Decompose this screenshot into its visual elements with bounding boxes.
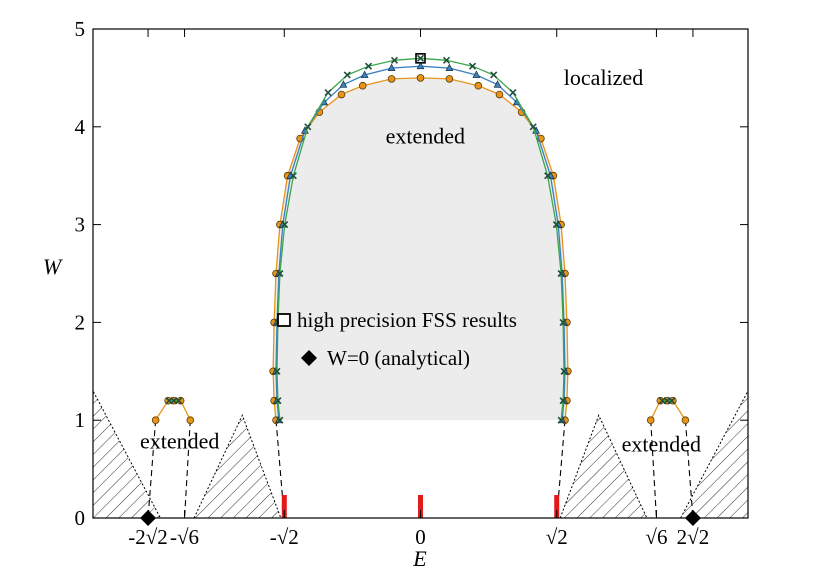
series-3-point bbox=[186, 416, 195, 425]
series-2-point bbox=[273, 367, 281, 375]
axis-ticks: 0 1 2 3 4 5 -2√2-√6 -√2 0 √2 √6 2√2 bbox=[75, 17, 748, 549]
dashed-connector-5 bbox=[684, 420, 694, 518]
series-1-point bbox=[387, 63, 396, 72]
x-tick-label-5: √6 bbox=[645, 525, 667, 549]
series-2-point bbox=[276, 269, 284, 278]
x-axis-label: E bbox=[412, 546, 427, 571]
series-2-point bbox=[343, 71, 351, 79]
series-1-point bbox=[493, 80, 502, 88]
series-2-point bbox=[529, 123, 537, 131]
hatched-region-edge-1 bbox=[193, 414, 282, 518]
legend-label-analytical: W=0 (analytical) bbox=[327, 346, 470, 370]
shaded-extended-region bbox=[273, 77, 568, 421]
series-6-point bbox=[668, 397, 676, 405]
y-tick-label-0: 0 bbox=[75, 506, 86, 530]
series-0-point bbox=[445, 75, 454, 83]
series-2-point bbox=[276, 416, 284, 424]
region-labels: localized extended extended extended bbox=[140, 65, 701, 457]
hatched-region-2 bbox=[560, 415, 647, 518]
series-2-point bbox=[552, 221, 560, 229]
legend-open-square-icon bbox=[277, 313, 291, 327]
shading-layer bbox=[273, 77, 568, 421]
region-label-extended-right: extended bbox=[622, 432, 701, 457]
series-2-point bbox=[557, 269, 565, 278]
series-3-point bbox=[151, 416, 160, 425]
y-tick-label-2: 2 bbox=[75, 310, 86, 334]
series-1-point bbox=[472, 70, 481, 78]
series-0-point bbox=[474, 81, 483, 90]
series-1-point bbox=[339, 80, 348, 88]
series-2-point bbox=[559, 318, 567, 326]
series-0-point bbox=[337, 90, 346, 99]
series-2-point bbox=[390, 56, 399, 64]
data-series bbox=[151, 54, 690, 425]
series-2-point bbox=[304, 123, 312, 131]
dashed-connector-4 bbox=[650, 420, 657, 518]
series-0-point bbox=[416, 74, 425, 82]
y-axis-label: W bbox=[43, 254, 63, 279]
series-1-point bbox=[445, 63, 454, 72]
x-tick-label-4: √2 bbox=[546, 525, 568, 549]
y-tick-label-1: 1 bbox=[75, 408, 86, 432]
series-1-point bbox=[416, 61, 425, 70]
x-tick-label-6: 2√2 bbox=[677, 525, 710, 549]
hatched-region-3 bbox=[680, 390, 748, 518]
y-tick-label-5: 5 bbox=[75, 17, 86, 41]
x-tick-label-0: -2√2 bbox=[128, 525, 168, 549]
series-2-point bbox=[364, 62, 373, 70]
series-2-point bbox=[289, 172, 297, 180]
series-2-point bbox=[416, 54, 425, 62]
fss-point-0 bbox=[415, 53, 426, 64]
dashed-connector-1 bbox=[184, 420, 191, 518]
hatched-regions bbox=[93, 390, 748, 518]
series-2-point bbox=[544, 172, 552, 180]
region-label-extended-center: extended bbox=[386, 124, 465, 149]
series-2-point bbox=[490, 71, 498, 79]
series-2-point bbox=[281, 221, 289, 229]
hatched-region-1 bbox=[194, 415, 281, 518]
hatched-region-0 bbox=[93, 390, 161, 518]
dashed-connector-0 bbox=[147, 420, 157, 518]
red-marker-2 bbox=[554, 495, 560, 518]
series-2-point bbox=[274, 397, 282, 405]
series-0-point bbox=[495, 90, 504, 99]
red-marker-1 bbox=[418, 495, 423, 518]
series-2-point bbox=[559, 397, 567, 405]
x-tick-label-1: -√6 bbox=[170, 525, 199, 549]
series-5-point bbox=[646, 416, 655, 425]
x-tick-label-2: -√2 bbox=[270, 525, 299, 549]
region-label-localized: localized bbox=[564, 65, 643, 90]
series-5-point bbox=[681, 416, 690, 425]
series-2-point bbox=[468, 62, 477, 70]
region-label-extended-left: extended bbox=[140, 429, 219, 454]
red-marker-0 bbox=[281, 495, 287, 518]
series-4-point bbox=[175, 397, 183, 405]
series-2-point bbox=[557, 416, 565, 424]
series-2-point bbox=[560, 367, 568, 375]
series-0-point bbox=[387, 75, 396, 83]
series-2-point bbox=[442, 56, 451, 64]
series-0-point bbox=[358, 81, 367, 90]
series-1-point bbox=[360, 70, 369, 78]
y-tick-label-3: 3 bbox=[75, 213, 86, 237]
series-2-point bbox=[509, 89, 517, 97]
legend: high precision FSS results W=0 (analytic… bbox=[277, 308, 517, 370]
legend-filled-diamond-icon bbox=[301, 350, 317, 366]
legend-label-fss: high precision FSS results bbox=[297, 308, 517, 332]
x-tick-label-3: 0 bbox=[415, 525, 426, 549]
series-2-point bbox=[324, 89, 332, 97]
y-tick-label-4: 4 bbox=[75, 115, 86, 139]
hatched-region-edge-2 bbox=[559, 414, 648, 518]
